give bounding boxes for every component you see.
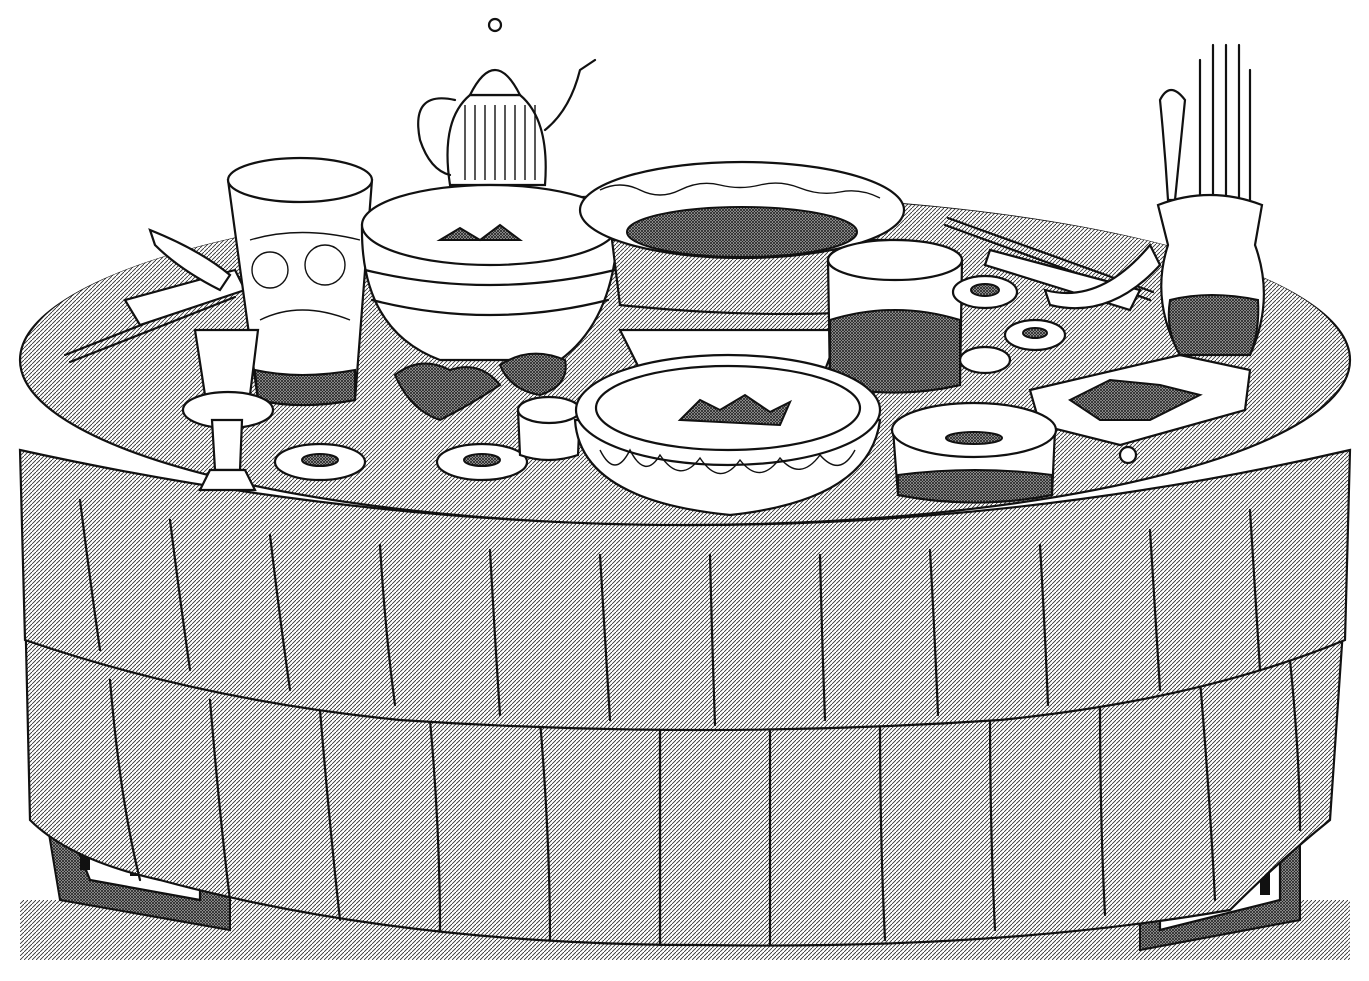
teapot [417, 17, 597, 187]
large-bowl [360, 183, 620, 362]
small-dishes [273, 274, 1067, 482]
box-bowl [890, 401, 1058, 504]
chopsticks-right [943, 216, 1162, 312]
round-dish-front [573, 353, 882, 517]
chopsticks-left [63, 228, 247, 364]
goblet [181, 328, 275, 492]
cylinder-cup [826, 238, 964, 394]
garnish [393, 352, 567, 422]
tray [1028, 353, 1252, 465]
chopstick-holder [1156, 43, 1265, 357]
tall-vase [226, 156, 374, 407]
